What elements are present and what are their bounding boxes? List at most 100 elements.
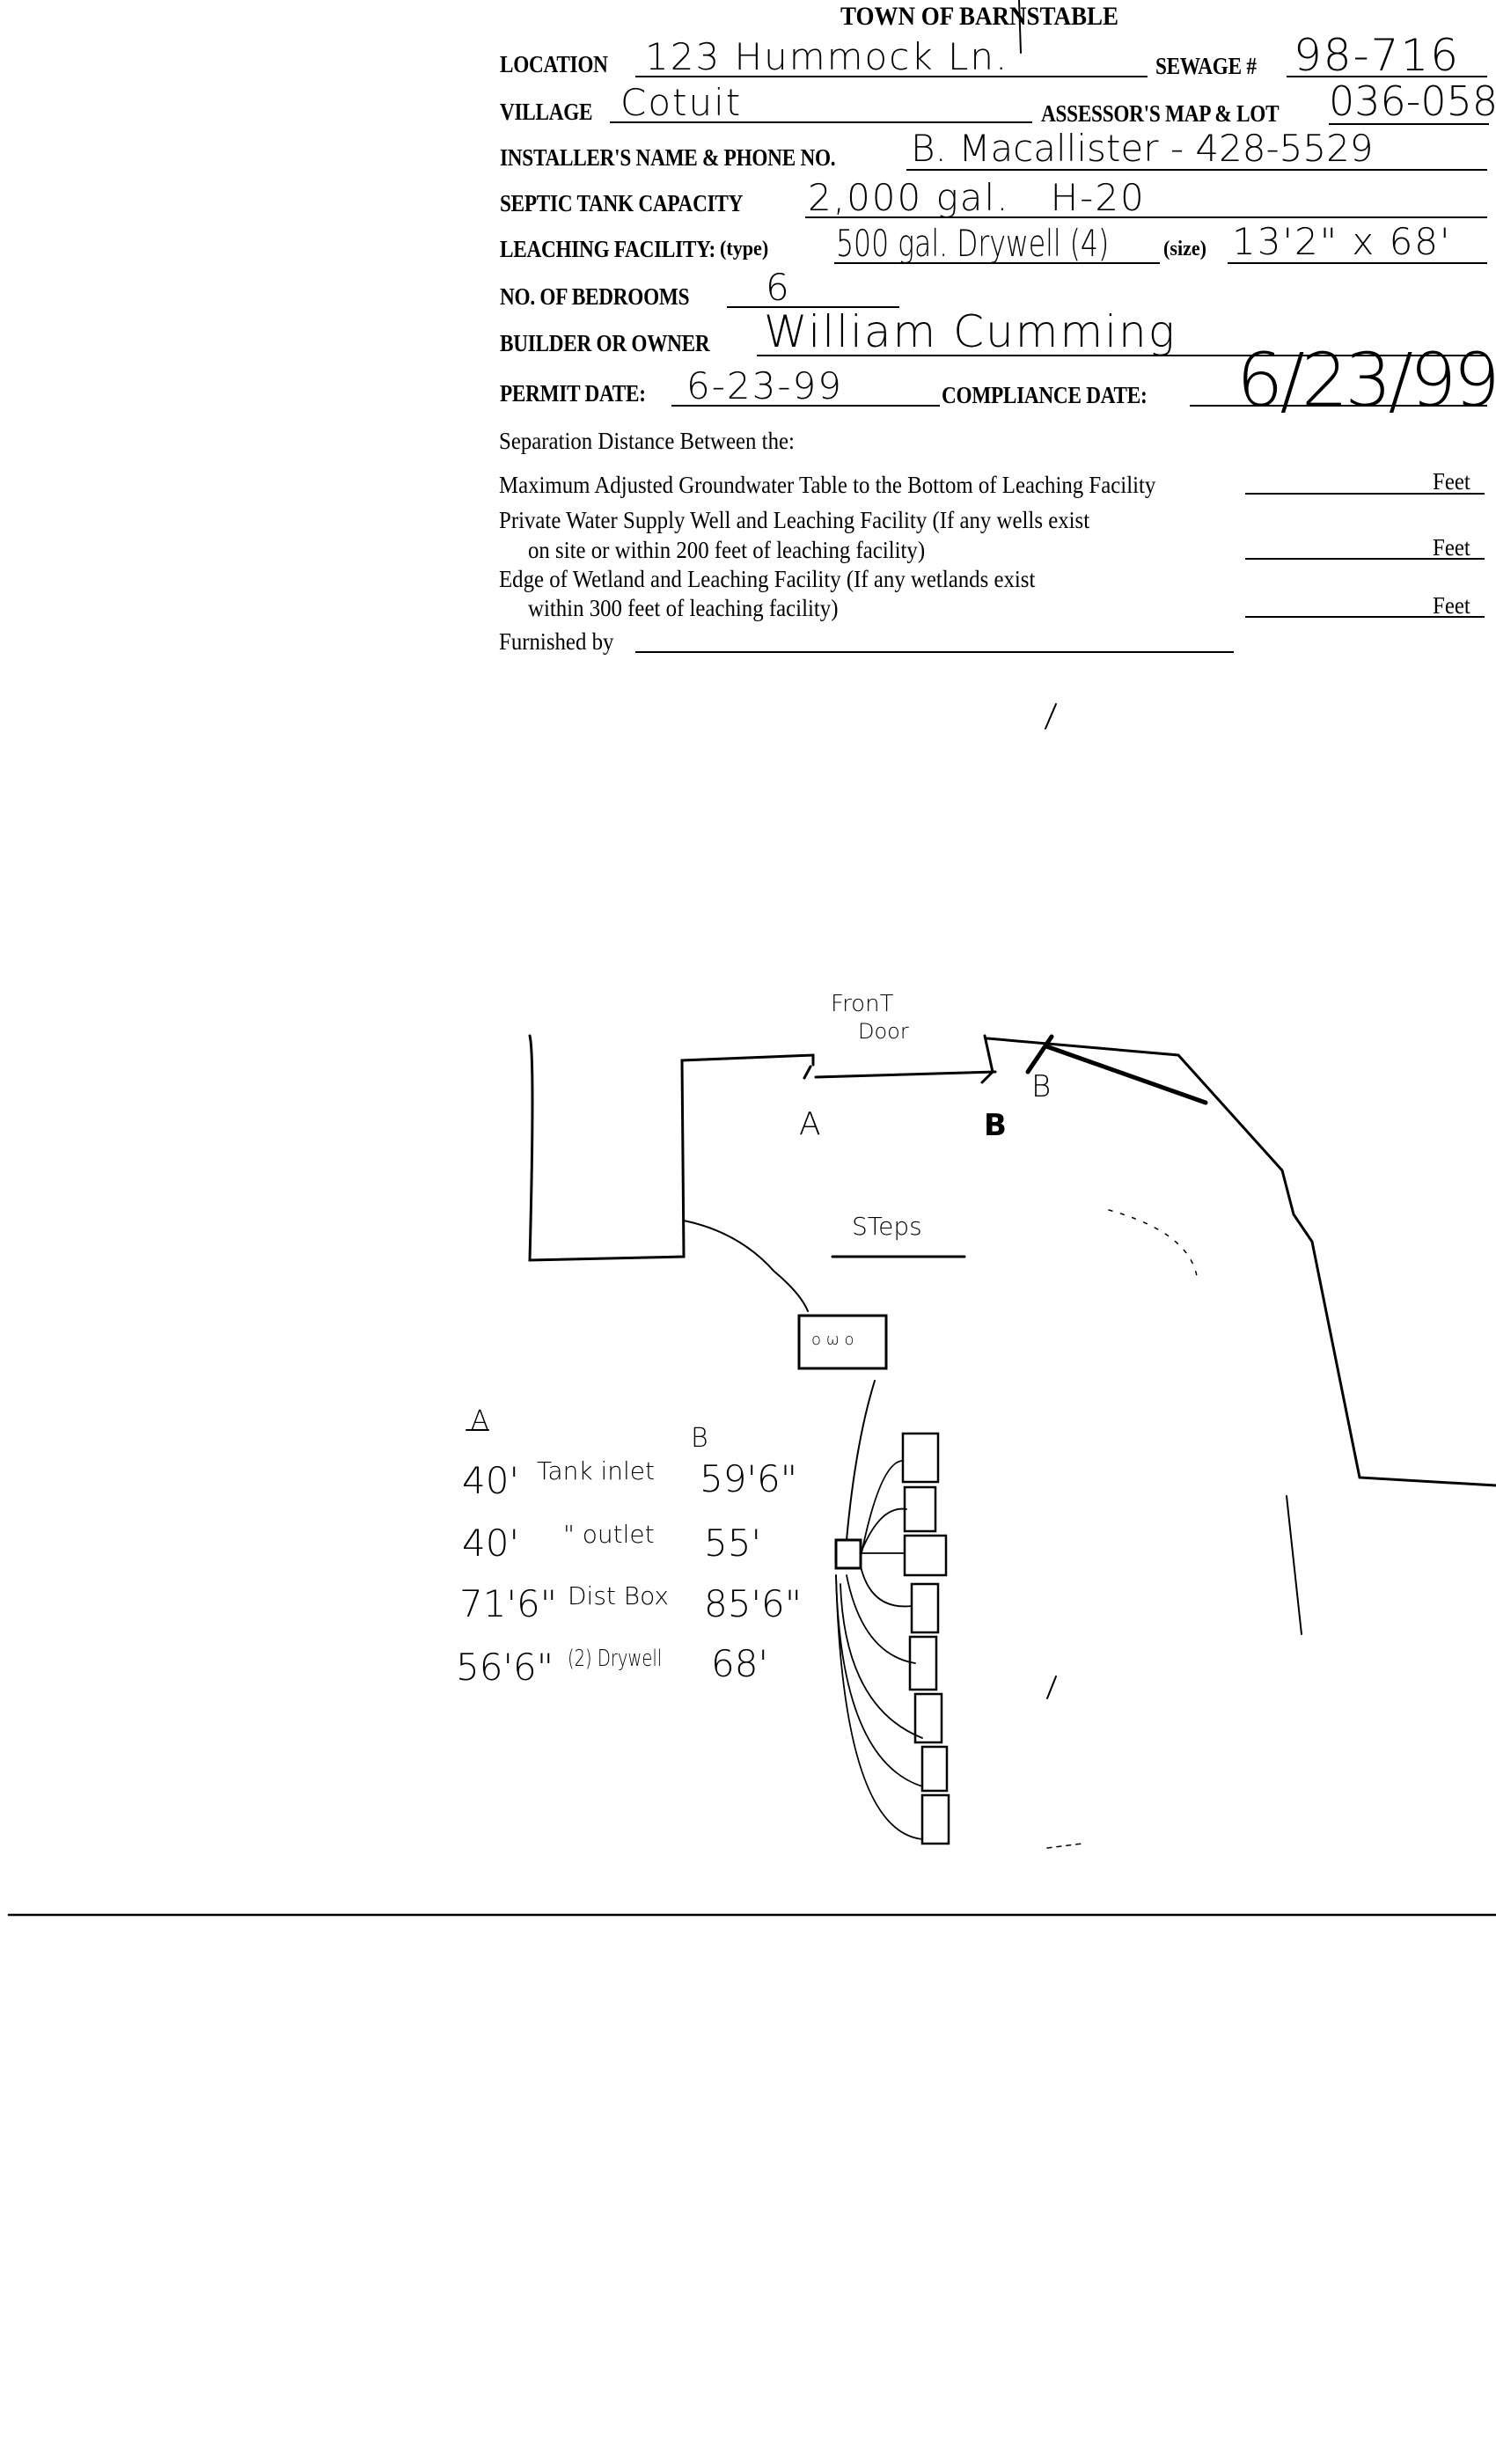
sewage-value: 98-716 [1294,30,1461,81]
distribution-box [834,1538,862,1570]
map-lot-line [1329,123,1489,125]
leaching-size-label: (size) [1163,238,1207,260]
sewage-label: SEWAGE # [1155,53,1257,79]
b-line [1044,1044,1208,1105]
stray-dash [1046,1843,1083,1849]
point-a-label: A [799,1106,821,1142]
door-a-mark [803,1065,812,1080]
separation-row-3-line [1245,616,1485,618]
compliance-date-value: 6/23/99 [1236,337,1496,423]
driveway-curve [1108,1209,1198,1277]
laterals [835,1460,923,1840]
stray-mark [1046,1676,1057,1699]
table-head-b: B [691,1423,708,1454]
front-door-label-1: FronT [831,991,894,1017]
permit-date-line [671,405,940,407]
drywell [903,1485,937,1533]
septic-tank [797,1314,888,1370]
location-line [635,76,1148,77]
row-2-item: " outlet [563,1520,655,1549]
separation-row-2-text-2: on site or within 200 feet of leaching f… [528,537,926,563]
row-3-a: 71'6" [459,1582,558,1625]
separation-row-3-unit: Feet [1433,592,1470,619]
septic-value: 2,000 gal. H-20 [808,176,1146,219]
owner-label: BUILDER OR OWNER [500,330,710,356]
stray-mark [1045,703,1057,730]
door-b-mark [980,1034,994,1084]
row-1-b: 59'6" [700,1457,798,1500]
village-line [610,121,1032,123]
drywells [901,1432,950,1845]
row-1-a: 40' [462,1459,519,1502]
installer-value: B. Macallister - 428-5529 [911,127,1374,170]
village-label: VILLAGE [500,99,593,125]
house-outline-left [528,1034,815,1262]
front-door-line [814,1070,997,1079]
leaching-type-label: (type) [720,238,769,260]
leaching-size-line [1228,262,1487,264]
separation-row-1-line [1245,493,1485,495]
village-value: Cotuit [620,81,743,124]
house-wall-lower [1286,1495,1302,1635]
separation-row-2-unit: Feet [1433,534,1470,561]
drywell [910,1582,940,1634]
permit-date-label: PERMIT DATE: [500,380,646,407]
b-star-mark [1025,1034,1054,1074]
bedrooms-line [727,306,899,308]
front-door-label-2: Door [858,1019,909,1044]
drywell [901,1432,940,1484]
leaching-label: LEACHING FACILITY: [500,236,716,262]
separation-row-3-text: Edge of Wetland and Leaching Facility (I… [499,566,1036,592]
vertical-pen-mark [1018,0,1022,54]
separation-row-1-unit: Feet [1433,468,1470,495]
bedrooms-value: 6 [766,266,791,309]
form-title: TOWN OF BARNSTABLE [840,2,1119,31]
septic-line [805,216,1487,218]
leaching-size-value: 13'2" x 68' [1232,220,1452,263]
septic-tank-label: o ω o [811,1331,854,1349]
row-4-a: 56'6" [456,1646,554,1689]
outlet-pipe [846,1380,876,1541]
furnished-by-label: Furnished by [499,628,614,655]
row-1-item: Tank inlet [537,1456,655,1485]
map-lot-value: 036-058 [1329,77,1496,125]
row-3-item: Dist Box [568,1581,669,1610]
drywell [903,1534,948,1577]
point-b-label-2: B [1031,1069,1052,1104]
drywell [908,1635,938,1691]
steps-label: STeps [852,1212,922,1241]
location-label: LOCATION [500,51,608,77]
installer-line [906,169,1487,171]
separation-heading: Separation Distance Between the: [499,428,795,454]
installer-label: INSTALLER'S NAME & PHONE NO. [500,144,836,171]
compliance-date-label: COMPLIANCE DATE: [942,382,1148,408]
furnished-by-line [635,651,1234,653]
owner-value: William Cumming [764,306,1177,357]
separation-row-1-text: Maximum Adjusted Groundwater Table to th… [499,472,1156,498]
row-2-a: 40' [462,1522,519,1565]
drywell [920,1793,950,1845]
row-4-item: (2) Drywell [568,1646,663,1672]
sewage-line [1287,76,1487,77]
row-2-b: 55' [704,1522,761,1565]
point-b-label: B [984,1108,1007,1143]
row-4-b: 68' [711,1642,768,1685]
map-lot-label: ASSESSOR'S MAP & LOT [1041,100,1280,127]
leaching-type-value: 500 gal. Drywell (4) [836,222,1110,265]
house-outline-right [986,1037,1496,1487]
location-value: 123 Hummock Ln. [645,35,1009,78]
compliance-date-line [1190,405,1487,407]
permit-date-value: 6-23-99 [686,364,843,407]
septic-label: SEPTIC TANK CAPACITY [500,190,744,216]
drywell [920,1745,949,1793]
bedrooms-label: NO. OF BEDROOMS [500,283,690,310]
sewer-pipe [683,1220,809,1312]
drywell [913,1692,943,1744]
owner-line [757,355,1487,356]
separation-row-3-text-2: within 300 feet of leaching facility) [528,595,839,621]
leaching-type-line [834,262,1160,264]
separation-row-2-text: Private Water Supply Well and Leaching F… [499,507,1090,533]
row-3-b: 85'6" [704,1582,803,1625]
table-head-a: A [471,1405,489,1436]
